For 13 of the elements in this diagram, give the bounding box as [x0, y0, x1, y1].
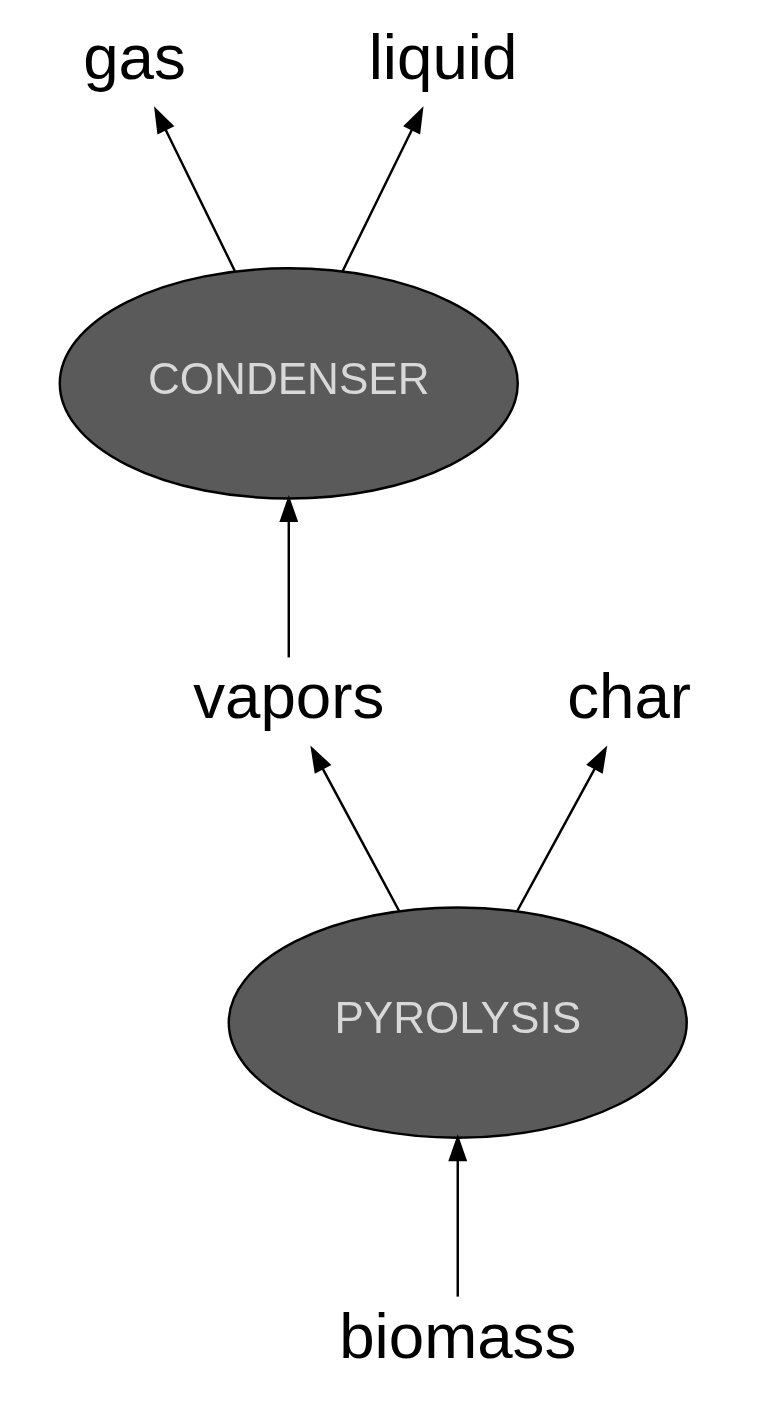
node-text: liquid: [368, 21, 518, 93]
arrow: [448, 1134, 468, 1297]
arrow: [310, 745, 401, 912]
arrow: [154, 106, 236, 272]
node-ellipse: PYROLYSIS: [227, 906, 688, 1139]
arrow: [341, 106, 424, 272]
node-ellipse: CONDENSER: [58, 267, 519, 500]
arrow: [279, 495, 299, 658]
node-text: vapors: [193, 660, 385, 732]
node-text: biomass: [339, 1299, 577, 1371]
arrow: [516, 745, 608, 912]
node-text: gas: [83, 21, 186, 93]
node-text: char: [567, 660, 692, 732]
